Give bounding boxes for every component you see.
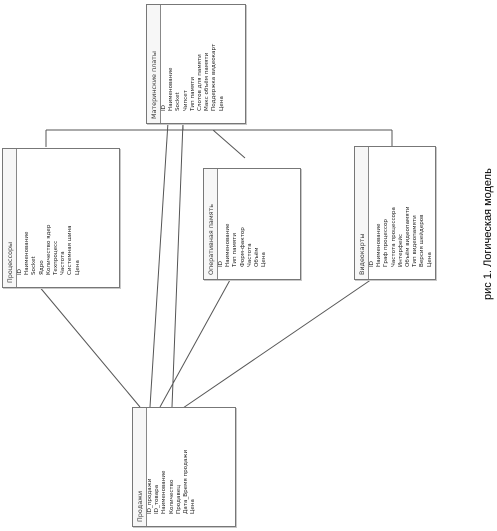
field-list: ID Наименование Socket Чипсет Тип памяти… (161, 5, 245, 123)
field: Частота (246, 243, 253, 267)
field: Объём видеопамяти (405, 206, 412, 267)
field-list: ID Наименование Тип памяти Форм-фактор Ч… (218, 169, 300, 279)
field: ID_продажи (147, 478, 153, 514)
field: Цена (74, 260, 81, 275)
link-gpus-sales (182, 276, 376, 409)
table-gpus[interactable]: Видеокарты ID Наименование Граф процессо… (354, 146, 436, 280)
link-mb-sales (171, 121, 184, 408)
field: ID (161, 105, 167, 111)
field: Наименование (376, 223, 383, 267)
field: Тип памяти (189, 76, 196, 111)
field: Граф процессор (383, 219, 390, 267)
field: Частота процессора (390, 207, 397, 267)
table-cpus[interactable]: Процессоры ID Наименование Socket Ядро К… (2, 148, 120, 288)
field: Количество ядер (45, 224, 52, 275)
field: Интерфейс (397, 233, 404, 267)
link-mb-sales-2 (149, 121, 169, 408)
field-list: ID Наименование Граф процессор Частота п… (369, 147, 435, 279)
field: Наименование (225, 223, 232, 267)
field: Частота (60, 251, 67, 275)
table-title: Продажи (133, 408, 147, 526)
field: Версия шейдеров (419, 214, 426, 267)
field: Техпроцесс (53, 240, 60, 275)
field: Ядро (38, 260, 45, 275)
field-list: ID Наименование Socket Ядро Количество я… (17, 149, 119, 287)
field-list: ID_продажи ID_товара Наименование Количе… (147, 408, 235, 526)
table-title: Видеокарты (355, 147, 369, 279)
field: Цена (218, 96, 225, 111)
field: Объём (254, 247, 261, 267)
field: Макс объём памяти (204, 52, 211, 111)
field: Наименование (168, 67, 175, 111)
field: Цена (426, 252, 433, 267)
table-sales[interactable]: Продажи ID_продажи ID_товара Наименовани… (132, 407, 236, 527)
field: Системная шина (67, 225, 74, 275)
table-title: Процессоры (3, 149, 17, 287)
table-motherboards[interactable]: Материнские платы ID Наименование Socket… (146, 4, 246, 124)
field: ID (17, 269, 23, 275)
field: Количество (168, 479, 175, 514)
link-ram-sales (159, 279, 231, 408)
field: Наименование (161, 470, 168, 514)
table-title: Материнские платы (147, 5, 161, 123)
field: Socket (175, 92, 182, 111)
table-ram[interactable]: Оперативная память ID Наименование Тип п… (203, 168, 301, 280)
figure-caption: рис 1. Логическая модель (482, 168, 494, 300)
field: Слотов для памяти (197, 54, 204, 111)
field: Поддержка видеокарт (211, 43, 218, 111)
field: Тип памяти (232, 232, 239, 267)
link-bus-ram (212, 129, 246, 159)
field: Socket (31, 256, 38, 275)
field: Продавец (175, 484, 182, 514)
field: Наименование (24, 231, 31, 275)
field: ID (369, 261, 375, 267)
field: Дата_Время продажи (183, 449, 190, 514)
field: Цена (261, 252, 268, 267)
field: Цена (190, 499, 197, 514)
field: Форм-фактор (239, 227, 246, 267)
field: ID (218, 261, 224, 267)
field: Чипсет (182, 90, 189, 111)
table-title: Оперативная память (204, 169, 218, 279)
field: ID_товара (154, 484, 161, 514)
link-cpus-sales (37, 284, 141, 408)
